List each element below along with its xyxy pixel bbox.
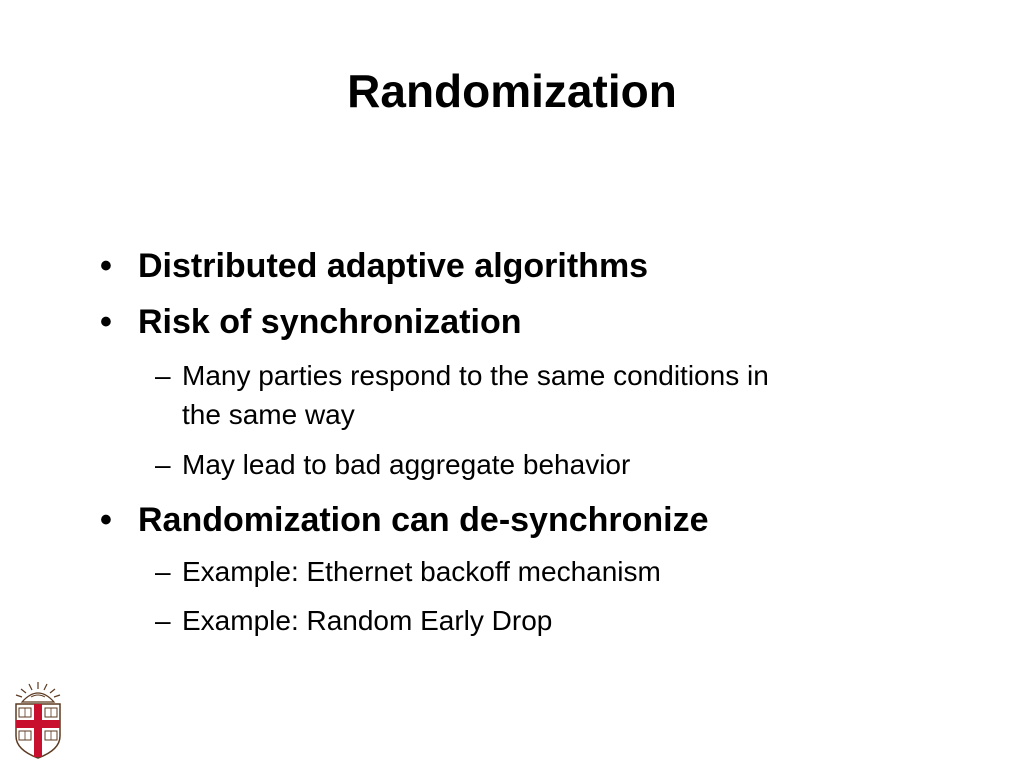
bullet-marker: • <box>100 501 112 539</box>
sub-bullet-text: Example: Random Early Drop <box>182 605 553 636</box>
university-shield-icon <box>12 680 64 760</box>
dash-marker: – <box>155 360 171 391</box>
bullet-marker: • <box>100 303 112 341</box>
shield-icon <box>15 682 61 759</box>
dash-marker: – <box>155 605 171 636</box>
sub-bullet-text: Many parties respond to the same conditi… <box>182 360 769 391</box>
sub-bullet-text: May lead to bad aggregate behavior <box>182 449 631 480</box>
bullet-text: Randomization can de-synchronize <box>138 501 709 539</box>
sub-bullet-text: the same way <box>182 399 355 430</box>
bullet-marker: • <box>100 247 112 285</box>
dash-marker: – <box>155 449 171 480</box>
bullet-text: Distributed adaptive algorithms <box>138 247 649 285</box>
sub-bullet-text: Example: Ethernet backoff mechanism <box>182 556 661 587</box>
dash-marker: – <box>155 556 171 587</box>
slide-title: Randomization <box>347 65 677 117</box>
bullet-text: Risk of synchronization <box>138 303 522 341</box>
